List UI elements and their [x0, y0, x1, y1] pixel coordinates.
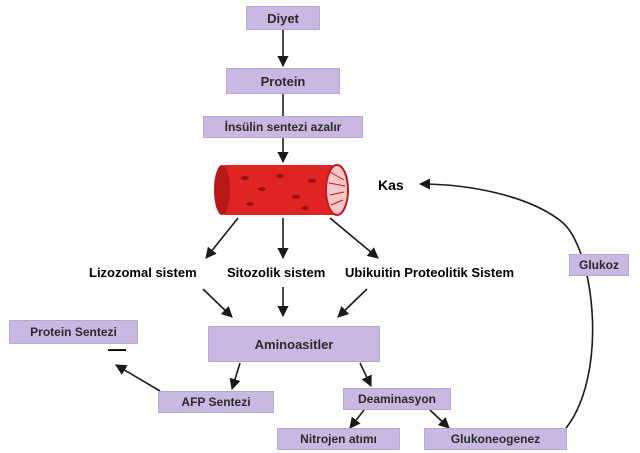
afp-sentezi-box: AFP Sentezi: [158, 391, 274, 413]
insulin-box: İnsülin sentezi azalır: [203, 116, 363, 138]
arrow-deaminasyon-nitrojen: [349, 409, 365, 429]
arrow-aminoasitler-afp: [229, 362, 241, 391]
glukoz-box: Glukoz: [569, 254, 629, 276]
arrow-aminoasitler-deaminasyon: [359, 362, 372, 388]
protein-sentezi-box: Protein Sentezi: [9, 320, 138, 344]
kas-label: Kas: [378, 177, 404, 193]
deaminasyon-box: Deaminasyon: [343, 388, 451, 410]
muscle-fiber-illustration: [214, 164, 349, 216]
nitrojen-atimi-box: Nitrojen atımı: [277, 428, 400, 450]
arrow-lizozomal-aminoasitler: [202, 288, 233, 318]
aminoasitler-box: Aminoasitler: [208, 326, 380, 362]
ubikuitin-label: Ubikuitin Proteolitik Sistem: [345, 265, 515, 280]
arrow-muscle-lizozomal: [205, 217, 239, 259]
protein-box: Protein: [226, 68, 340, 94]
glukoneogenez-box: Glukoneogenez: [424, 428, 567, 450]
lizozomal-label: Lizozomal sistem: [89, 265, 197, 280]
inhibition-mark: —: [108, 339, 126, 359]
arrow-ubikuitin-aminoasitler: [337, 288, 368, 318]
arrow-afp-protein-sentezi: [115, 364, 161, 392]
diyet-box: Diyet: [246, 6, 320, 30]
sitozolik-label: Sitozolik sistem: [227, 265, 326, 280]
arrow-muscle-ubikuitin: [329, 217, 379, 259]
arrow-deaminasyon-glukoneogenez: [429, 409, 450, 429]
arrow-glukoneogenez-kas: [418, 178, 594, 434]
